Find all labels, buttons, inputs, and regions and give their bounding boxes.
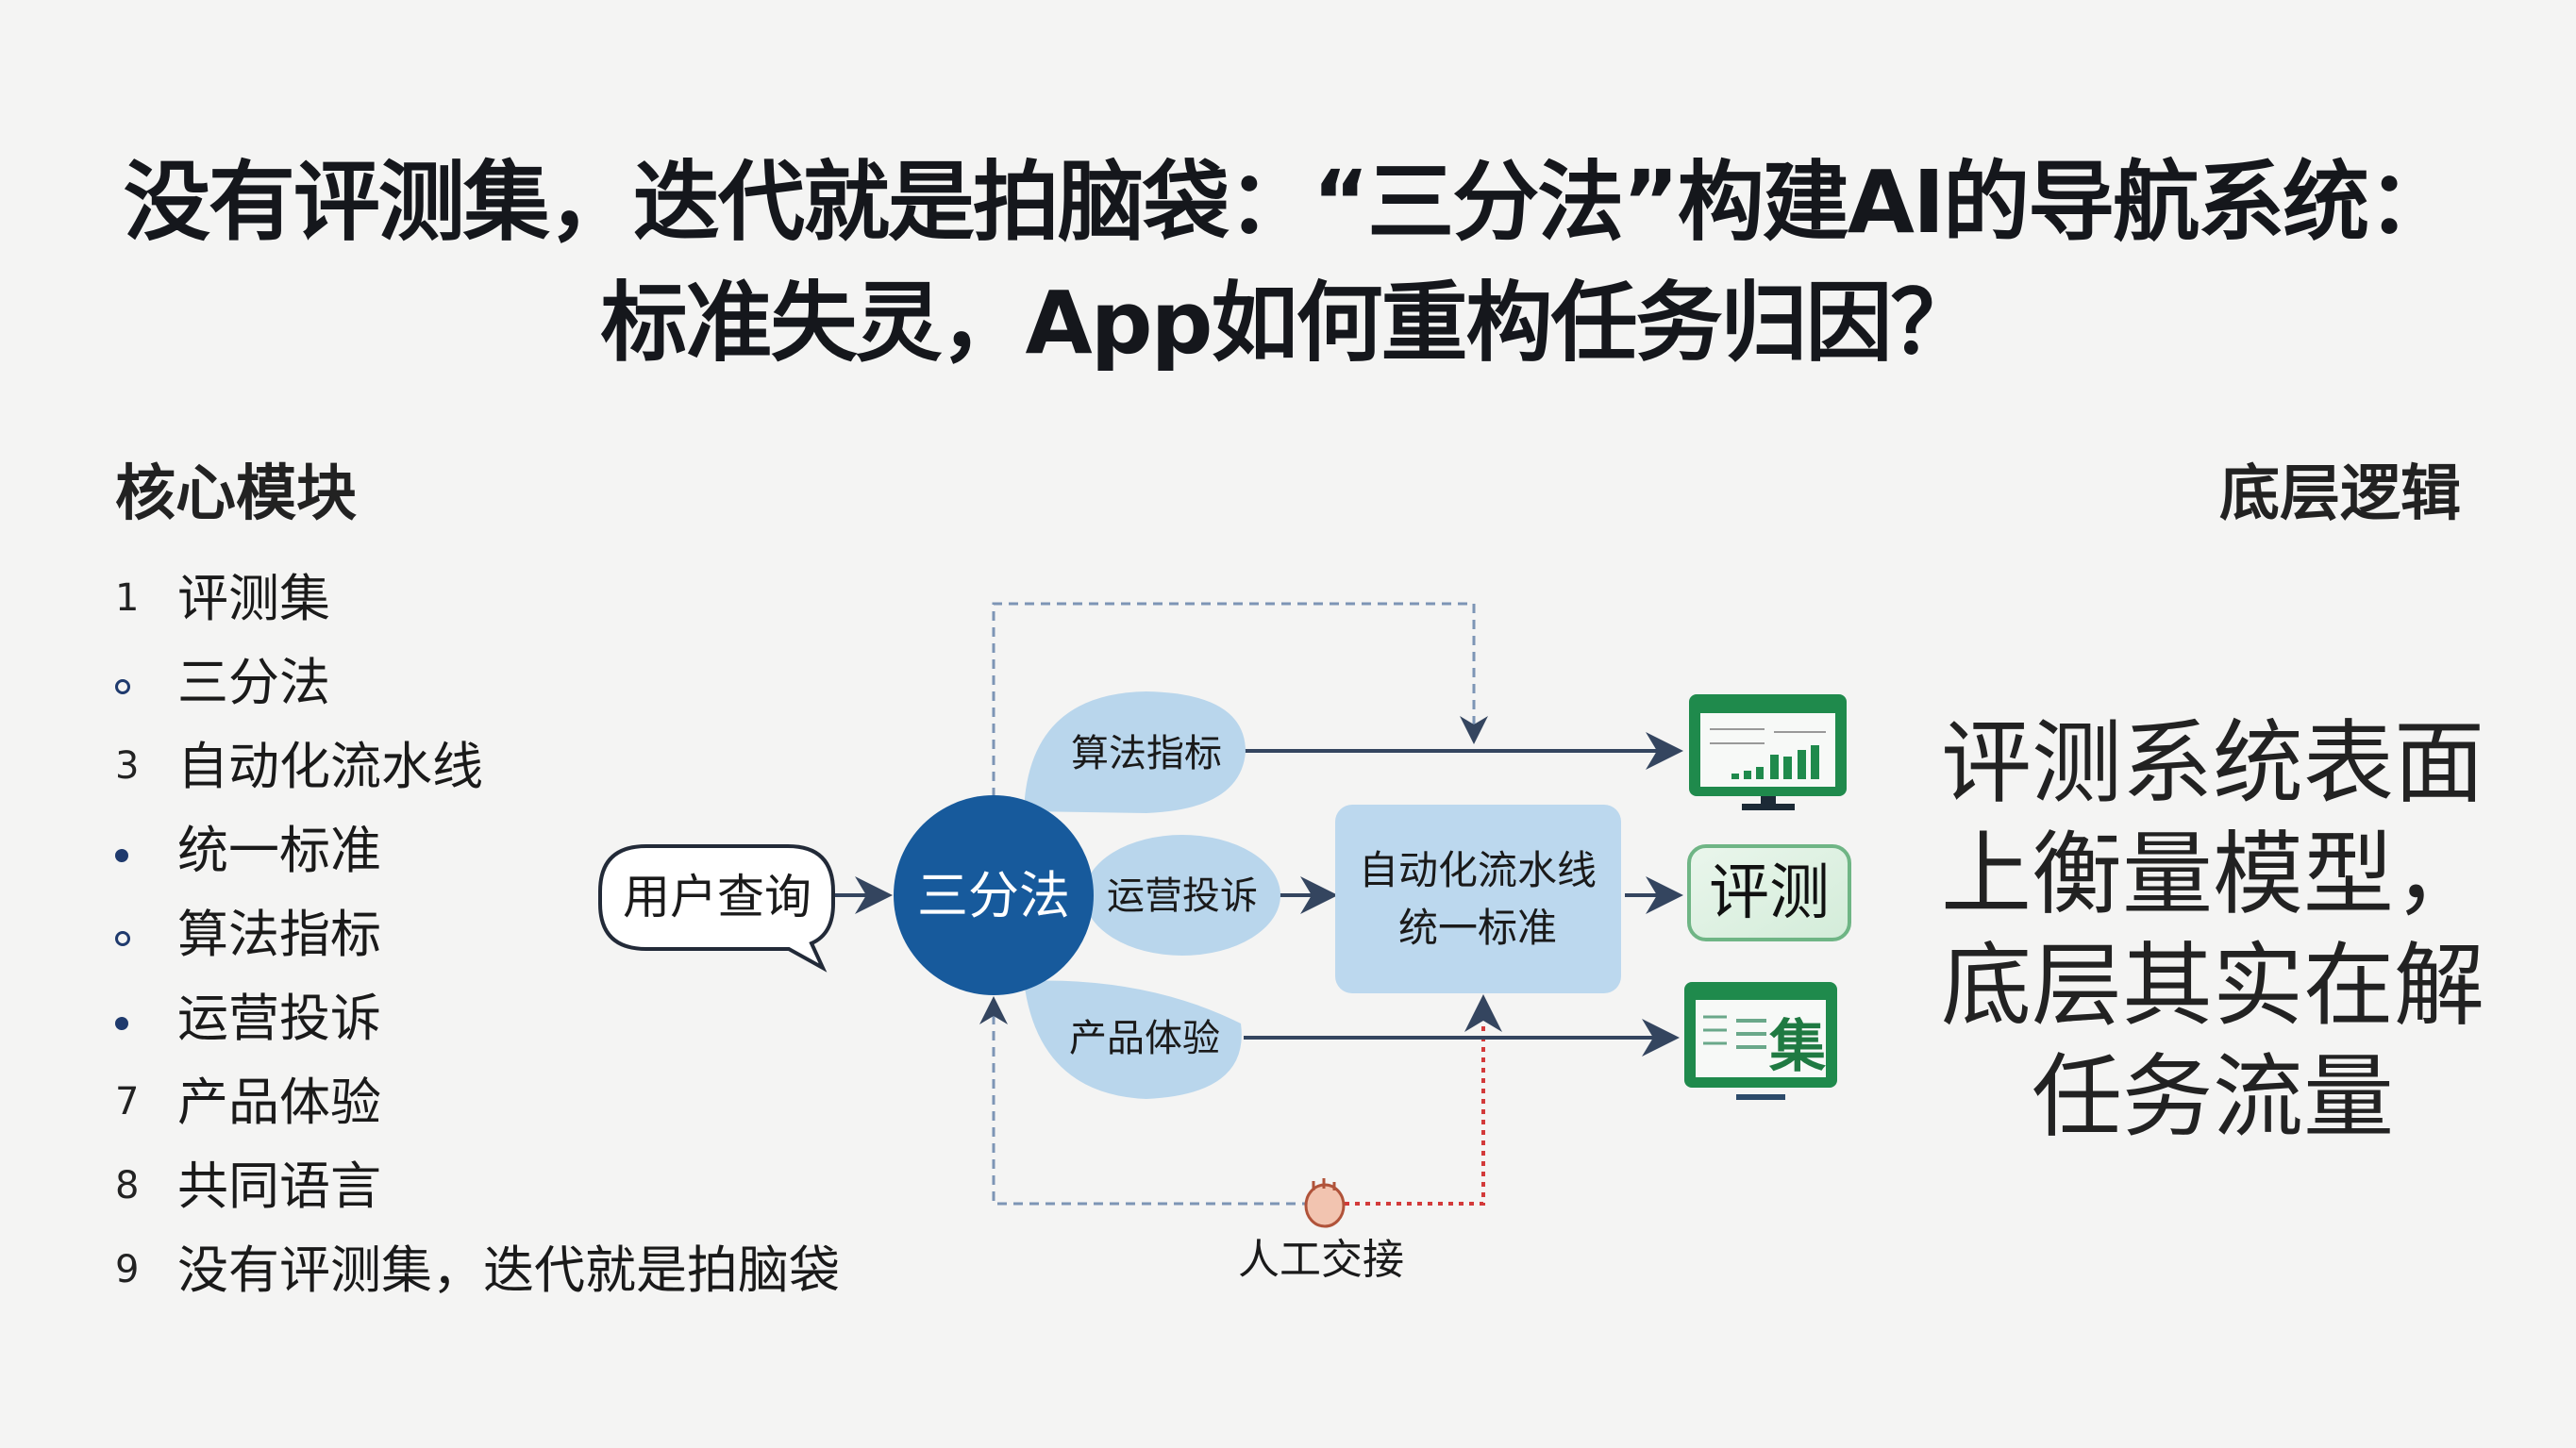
- bullet-ring-icon: [115, 892, 177, 976]
- item-number: 7: [115, 1080, 140, 1123]
- user-query-bubble: 用户查询: [598, 844, 835, 973]
- bullet-ring-icon: [115, 641, 177, 724]
- svg-text:统一标准: 统一标准: [1398, 905, 1557, 951]
- module-list-item-label: 统一标准: [177, 821, 381, 880]
- module-list-item-label: 运营投诉: [177, 989, 381, 1048]
- module-list-item: 8 共同语言: [115, 1144, 381, 1228]
- user-query-label: 用户查询: [623, 870, 811, 924]
- chart-monitor-icon: [1689, 694, 1847, 810]
- module-list-item: 运营投诉: [115, 976, 381, 1060]
- logic-statement: 评测系统表面 上衡量模型， 底层其实在解 任务流量: [1915, 707, 2510, 1153]
- module-list-item: 1 评测集: [115, 557, 330, 641]
- handoff-label: 人工交接: [1238, 1236, 1404, 1284]
- logic-line: 任务流量: [2032, 1044, 2394, 1150]
- module-list-item-label: 共同语言: [177, 1157, 381, 1216]
- eval-badge: 评测: [1687, 844, 1851, 941]
- item-number: 9: [115, 1248, 140, 1291]
- petal-product-experience: 产品体验: [1024, 980, 1242, 1099]
- hand-icon: [1304, 1178, 1346, 1228]
- svg-text:运营投诉: 运营投诉: [1107, 874, 1258, 918]
- svg-text:产品体验: 产品体验: [1069, 1017, 1220, 1060]
- svg-text:集: 集: [1768, 1014, 1826, 1080]
- logic-line: 底层其实在解: [1941, 933, 2484, 1039]
- module-list-item-label: 算法指标: [177, 905, 381, 964]
- item-number: 3: [115, 744, 140, 788]
- title-line-1: 没有评测集，迭代就是拍脑袋：“三分法”构建AI的导航系统：: [123, 152, 2454, 253]
- module-list-item-label: 自动化流水线: [177, 737, 483, 796]
- module-list-item: 三分法: [115, 641, 330, 724]
- core-modules-heading: 核心模块: [115, 459, 357, 529]
- svg-text:自动化流水线: 自动化流水线: [1359, 847, 1597, 893]
- module-list-item: 7 产品体验: [115, 1060, 381, 1144]
- petal-ops-complaints: 运营投诉: [1084, 835, 1280, 956]
- module-list-item: 9 没有评测集，迭代就是拍脑袋: [115, 1228, 840, 1312]
- pipeline-box: 自动化流水线 统一标准: [1335, 805, 1621, 993]
- feedback-loop-top: [992, 602, 1488, 797]
- item-number: 8: [115, 1164, 140, 1207]
- module-list-item-label: 没有评测集，迭代就是拍脑袋: [177, 1240, 840, 1300]
- module-list-item: 算法指标: [115, 892, 381, 976]
- svg-text:算法指标: 算法指标: [1071, 732, 1222, 775]
- dataset-monitor-icon: 集: [1684, 982, 1837, 1100]
- item-number: 1: [115, 576, 140, 620]
- module-list-item-label: 产品体验: [177, 1073, 381, 1132]
- logic-line: 上衡量模型，: [1941, 822, 2484, 927]
- module-list-item: 3 自动化流水线: [115, 724, 483, 808]
- petal-algorithm-metrics: 算法指标: [1024, 691, 1246, 813]
- underlying-logic-heading: 底层逻辑: [2219, 459, 2461, 529]
- feedback-loop-bottom: [979, 996, 1312, 1206]
- svg-text:三分法: 三分法: [917, 866, 1070, 925]
- module-list-item: 统一标准: [115, 808, 381, 892]
- module-list-item-label: 评测集: [177, 569, 330, 628]
- title-line-2: 标准失灵，App如何重构任务归因？: [600, 273, 1978, 374]
- bullet-dot-icon: [115, 808, 177, 892]
- bullet-dot-icon: [115, 976, 177, 1060]
- logic-line: 评测系统表面: [1941, 710, 2484, 816]
- handoff-link: [1345, 994, 1502, 1206]
- svg-text:评测: 评测: [1709, 858, 1830, 928]
- three-part-method-node: 三分法: [894, 795, 1094, 995]
- module-list-item-label: 三分法: [177, 653, 330, 712]
